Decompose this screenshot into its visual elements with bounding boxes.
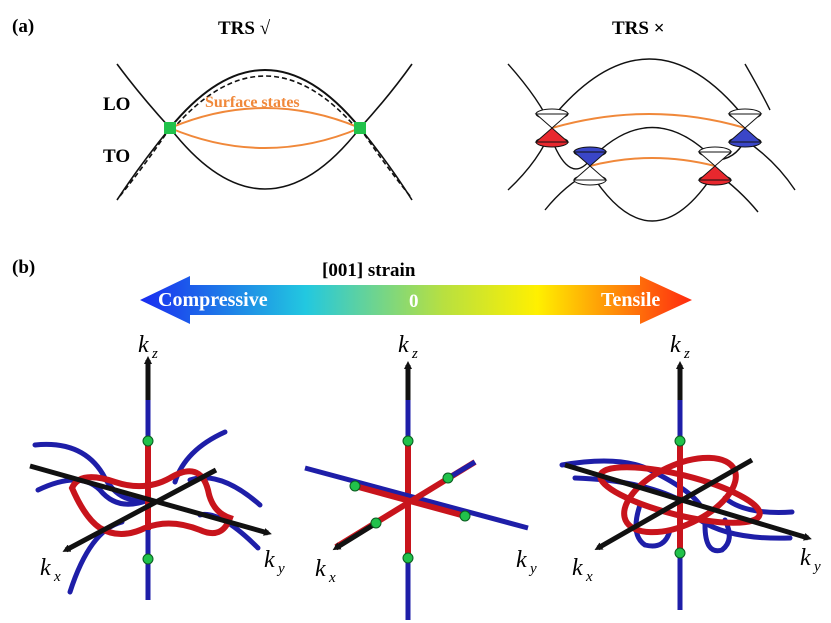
ky-label-3: k xyxy=(800,545,811,571)
kx-sub-3: x xyxy=(585,569,593,585)
kz-label-3: k xyxy=(670,332,681,358)
right-band-diagram xyxy=(507,58,796,222)
kz-sub-1: z xyxy=(151,346,158,362)
blue-cone-lower xyxy=(572,146,608,186)
panel-b-label: (b) xyxy=(12,257,35,278)
right-diag-upper-arch xyxy=(551,58,746,119)
right-outer-branch xyxy=(358,63,413,201)
kx-label-3: k xyxy=(572,555,583,581)
surface-state-lower xyxy=(169,127,361,149)
kx-sub-2: x xyxy=(328,570,336,586)
lo-dashed-band xyxy=(171,75,359,131)
right-diag-outer-left xyxy=(507,63,553,191)
kx-label-1: k xyxy=(40,555,51,581)
plot-compressive: k z k x k y xyxy=(29,332,285,600)
right-diag-mid-arch xyxy=(589,126,716,161)
plot-zero: k z k x k y xyxy=(304,332,537,620)
blue-cone-upper xyxy=(727,108,763,148)
compressive-label: Compressive xyxy=(158,289,268,311)
kx-label-2: k xyxy=(315,556,326,582)
kz-label-2: k xyxy=(398,332,409,358)
to-label: TO xyxy=(103,146,130,167)
kx-sub-1: x xyxy=(53,569,61,585)
surface-states-label: Surface states xyxy=(205,94,300,111)
lo-label: LO xyxy=(103,94,130,115)
surface-state-upper xyxy=(169,107,361,129)
kz-sub-2: z xyxy=(411,346,418,362)
ky-sub-2: y xyxy=(528,561,537,577)
right-diag-outer-right-top xyxy=(744,63,771,111)
red-cone-lower xyxy=(697,146,733,186)
right-diag-link xyxy=(551,139,591,170)
zero-label: 0 xyxy=(409,291,419,312)
red-cone-upper xyxy=(534,108,570,148)
left-band-diagram: LO TO Surface states xyxy=(103,63,413,201)
strain-gradient-arrow xyxy=(140,276,692,324)
right-surface-upper xyxy=(551,113,746,129)
right-dashed-branch xyxy=(359,127,411,197)
ky-label-1: k xyxy=(264,547,275,573)
ky-label-2: k xyxy=(516,547,527,573)
right-diag-lower-bowl xyxy=(589,171,716,222)
left-title: TRS √ xyxy=(218,18,271,39)
left-outer-branch xyxy=(116,63,172,201)
ky-sub-1: y xyxy=(276,561,285,577)
left-dashed-branch xyxy=(119,127,171,197)
tensile-label: Tensile xyxy=(601,289,660,311)
right-diag-outer-br2 xyxy=(744,139,796,191)
strain-arrow: [001] strain Compressive 0 Tensile xyxy=(140,260,692,324)
kz-label-1: k xyxy=(138,332,149,358)
weyl-node-right xyxy=(354,122,366,134)
to-lower-band xyxy=(169,127,361,190)
strain-title: [001] strain xyxy=(322,260,416,281)
ky-sub-3: y xyxy=(812,559,821,575)
weyl-node-left xyxy=(164,122,176,134)
right-title: TRS × xyxy=(612,18,665,39)
lo-upper-band xyxy=(169,69,361,129)
panel-a-label: (a) xyxy=(12,16,34,37)
plot-tensile: k z k x k y xyxy=(559,332,821,610)
right-surface-lower xyxy=(589,157,716,167)
kz-sub-3: z xyxy=(683,346,690,362)
